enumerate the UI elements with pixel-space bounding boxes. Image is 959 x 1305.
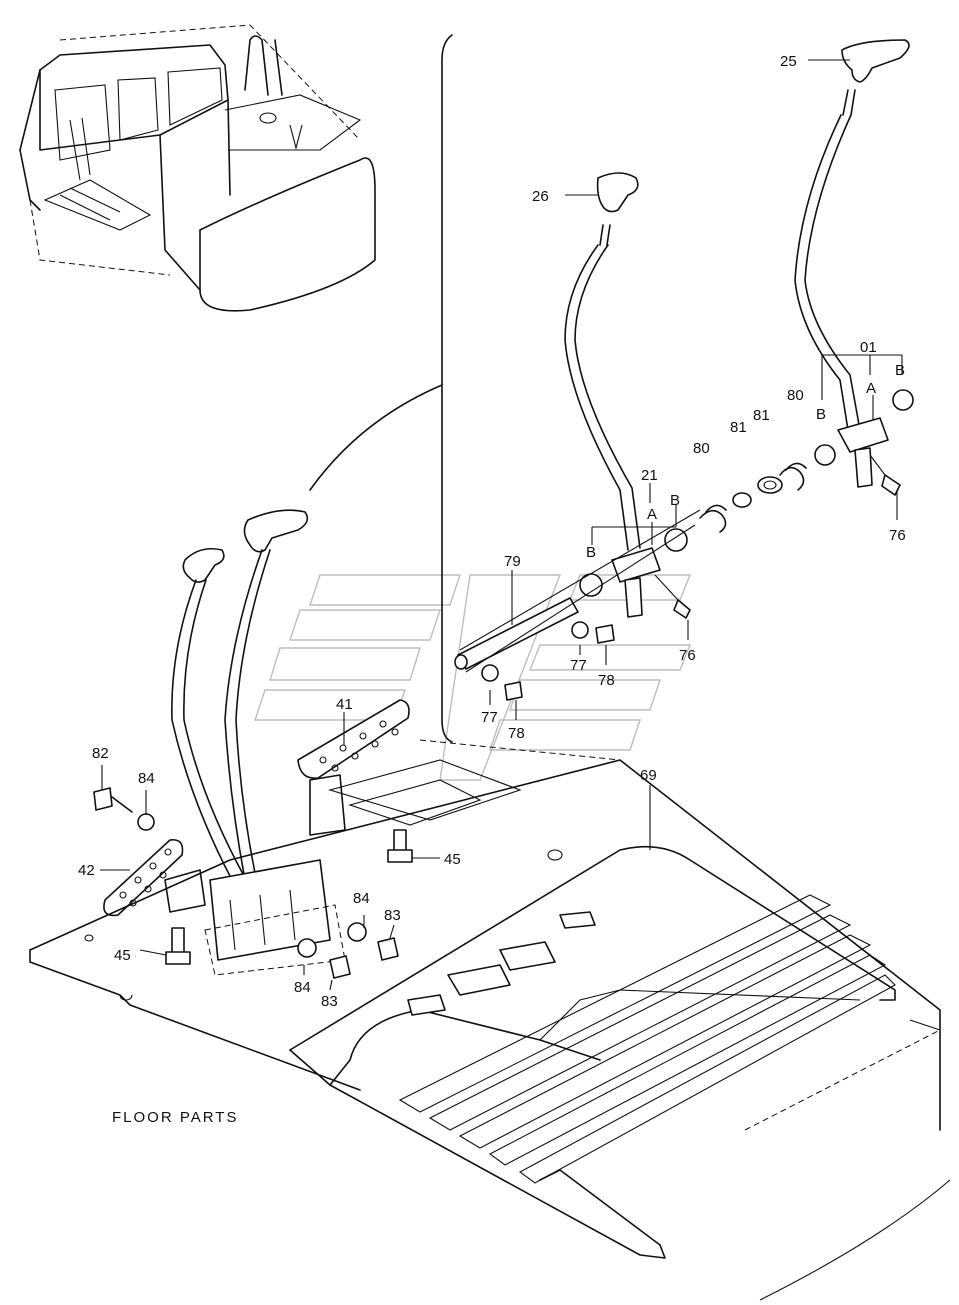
label-B-upper-left: B bbox=[816, 406, 826, 423]
label-B-upper-right: B bbox=[895, 362, 905, 379]
watermark-logo bbox=[254, 574, 692, 781]
label-45-left: 45 bbox=[114, 947, 131, 964]
label-80-upper: 80 bbox=[787, 387, 804, 404]
pedal-42 bbox=[103, 838, 206, 917]
label-42: 42 bbox=[78, 862, 95, 879]
leader-lines bbox=[100, 59, 903, 991]
label-21: 21 bbox=[641, 467, 658, 484]
label-84-top: 84 bbox=[138, 770, 155, 787]
label-84-bottom: 84 bbox=[294, 979, 311, 996]
lever-26-assembly bbox=[564, 172, 691, 619]
main-levers bbox=[171, 509, 346, 976]
label-26: 26 bbox=[532, 188, 549, 205]
label-25: 25 bbox=[780, 53, 797, 70]
label-81-lower: 81 bbox=[730, 419, 747, 436]
label-69: 69 bbox=[640, 767, 657, 784]
lever-25-assembly bbox=[794, 39, 914, 496]
part-labels: 25 26 01 A B B 80 81 81 80 21 A B B 76 7… bbox=[78, 53, 906, 1010]
floor-plate bbox=[29, 739, 951, 1301]
label-78-lower: 78 bbox=[508, 725, 525, 742]
label-41: 41 bbox=[336, 696, 353, 713]
label-B-lower-left: B bbox=[586, 544, 596, 561]
label-A-lower: A bbox=[647, 506, 657, 523]
label-84-mid: 84 bbox=[353, 890, 370, 907]
label-B-lower-right: B bbox=[670, 492, 680, 509]
label-77-lower: 77 bbox=[481, 709, 498, 726]
label-76-left: 76 bbox=[679, 647, 696, 664]
shaft-79 bbox=[454, 509, 701, 701]
pedal-41 bbox=[297, 699, 410, 836]
label-82: 82 bbox=[92, 745, 109, 762]
detail-bracket bbox=[441, 34, 453, 743]
springs-washers-right bbox=[699, 462, 807, 533]
label-83-mid: 83 bbox=[384, 907, 401, 924]
label-78-upper: 78 bbox=[598, 672, 615, 689]
excavator-cab-thumbnail bbox=[19, 24, 376, 312]
label-A-upper: A bbox=[866, 380, 876, 397]
diagram-caption: FLOOR PARTS bbox=[112, 1109, 238, 1126]
label-45-right: 45 bbox=[444, 851, 461, 868]
detail-callout-arc bbox=[309, 384, 443, 491]
label-81-upper: 81 bbox=[753, 407, 770, 424]
label-01: 01 bbox=[860, 339, 877, 356]
label-80-lower: 80 bbox=[693, 440, 710, 457]
label-83-bottom: 83 bbox=[321, 993, 338, 1010]
label-77-upper: 77 bbox=[570, 657, 587, 674]
fasteners bbox=[93, 787, 413, 979]
label-76-right: 76 bbox=[889, 527, 906, 544]
label-79: 79 bbox=[504, 553, 521, 570]
